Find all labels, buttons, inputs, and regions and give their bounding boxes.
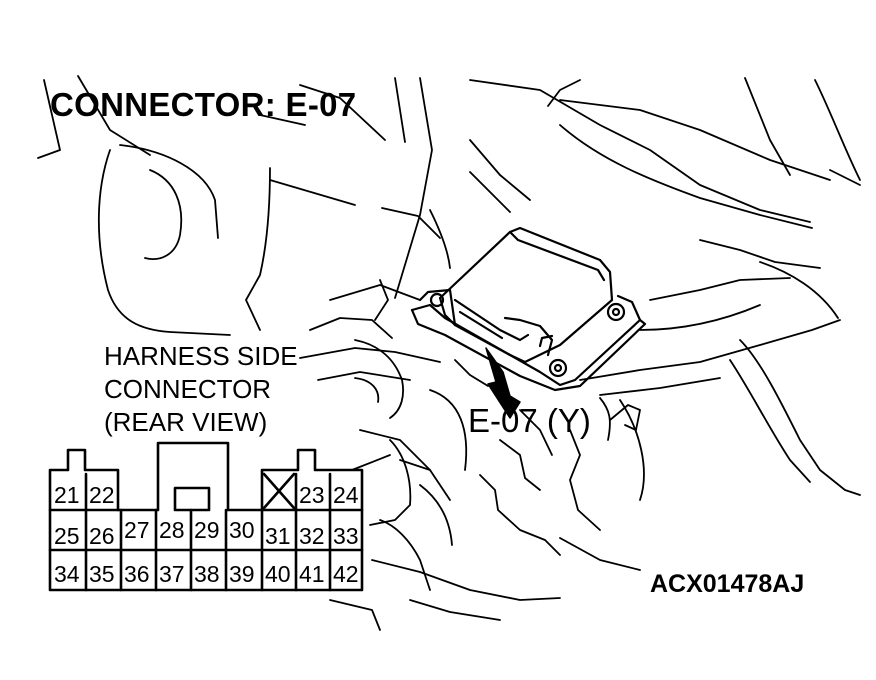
connector-title: CONNECTOR: E-07	[50, 86, 357, 123]
callout-leader	[599, 397, 637, 441]
pin-label: 21	[54, 482, 80, 508]
pin-label: 26	[89, 523, 115, 549]
pin-label: 40	[265, 561, 291, 587]
control-unit-illustration	[410, 226, 647, 392]
pin-label: 33	[333, 523, 359, 549]
pin-label: 39	[229, 561, 255, 587]
pin-label: 25	[54, 523, 80, 549]
pin-label: 29	[194, 517, 220, 543]
connector-pin-labels: 21 22 23 24 25 26 27 28 29 30 31 32 33 3…	[54, 482, 359, 587]
body-structure-lines	[37, 75, 861, 631]
pin-label: 24	[333, 482, 359, 508]
pin-label: 37	[159, 561, 185, 587]
pin-label: 28	[159, 517, 185, 543]
harness-label-line: (REAR VIEW)	[104, 407, 268, 437]
pin-label: 23	[299, 482, 325, 508]
pin-label: 32	[299, 523, 325, 549]
pointer-arrow	[485, 347, 521, 419]
connector-callout: E-07 (Y)	[468, 402, 591, 439]
pin-label: 36	[124, 561, 150, 587]
harness-label-line: HARNESS SIDE	[104, 341, 298, 371]
pin-label: 41	[299, 561, 325, 587]
pin-label: 31	[265, 523, 291, 549]
connector-face-diagram	[48, 441, 364, 592]
pin-label: 38	[194, 561, 220, 587]
harness-label-line: CONNECTOR	[104, 374, 272, 404]
pin-label: 30	[229, 517, 255, 543]
pin-label: 34	[54, 561, 80, 587]
pin-label: 27	[124, 517, 150, 543]
pin-label: 22	[89, 482, 115, 508]
pin-label: 35	[89, 561, 115, 587]
figure-id: ACX01478AJ	[650, 570, 805, 598]
harness-side-label: HARNESS SIDE CONNECTOR (REAR VIEW)	[104, 340, 298, 439]
pin-label: 42	[333, 561, 359, 587]
